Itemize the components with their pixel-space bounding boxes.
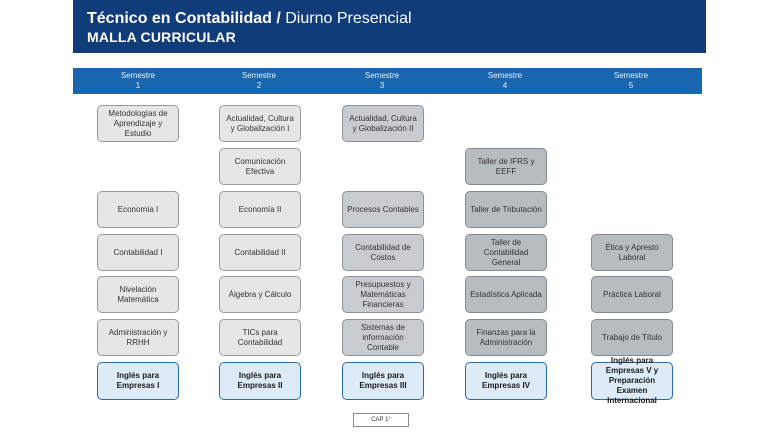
semester-header-3: Semestre 3	[337, 71, 427, 91]
course-box: TICs para Contabilidad	[219, 319, 301, 356]
program-title-modality: Diurno Presencial	[285, 10, 412, 27]
semester-label: Semestre	[487, 71, 523, 80]
course-box: Actualidad, Cultura y Globalización I	[219, 105, 301, 142]
course-box: Taller de IFRS y EEFF	[465, 148, 547, 185]
course-box: Sistemas de información Contable	[342, 319, 424, 356]
semester-label: Semestre	[120, 71, 156, 80]
course-box: Nivelación Matemática	[97, 276, 179, 313]
course-box: Presupuestos y Matemáticas Financieras	[342, 276, 424, 313]
english-course-box: Inglés para Empresas I	[97, 362, 179, 400]
course-box: Economía II	[219, 191, 301, 228]
semester-number: 4	[502, 81, 508, 90]
semester-header-1: Semestre 1	[93, 71, 183, 91]
semester-label: Semestre	[364, 71, 400, 80]
course-box: Taller de Tributación	[465, 191, 547, 228]
english-course-box: Inglés para Empresas III	[342, 362, 424, 400]
course-box: Administración y RRHH	[97, 319, 179, 356]
course-box: Comunicación Efectiva	[219, 148, 301, 185]
course-box: Álgebra y Cálculo	[219, 276, 301, 313]
course-box: Taller de Contabilidad General	[465, 234, 547, 271]
course-box: Trabajo de Título	[591, 319, 673, 356]
semester-number: 5	[628, 81, 634, 90]
page-header: Técnico en Contabilidad / Diurno Presenc…	[73, 0, 706, 53]
course-box: Contabilidad I	[97, 234, 179, 271]
program-title-bold: Técnico en Contabilidad /	[87, 10, 281, 27]
page-subtitle: MALLA CURRICULAR	[87, 29, 236, 45]
course-box: Estadística Aplicada	[465, 276, 547, 313]
course-box: Metodologías de Aprendizaje y Estudio	[97, 105, 179, 142]
english-course-box: Inglés para Empresas IV	[465, 362, 547, 400]
cap-label: CAP 1°	[353, 413, 409, 427]
course-box: Actualidad, Cultura y Globalización II	[342, 105, 424, 142]
semester-label: Semestre	[241, 71, 277, 80]
course-box: Economía I	[97, 191, 179, 228]
semester-header-2: Semestre 2	[214, 71, 304, 91]
course-box: Contabilidad de Costos	[342, 234, 424, 271]
semester-header-5: Semestre 5	[586, 71, 676, 91]
semester-number: 1	[135, 81, 141, 90]
semester-label: Semestre	[613, 71, 649, 80]
course-box: Procesos Contables	[342, 191, 424, 228]
course-box: Práctica Laboral	[591, 276, 673, 313]
course-box: Finanzas para la Administración	[465, 319, 547, 356]
program-title: Técnico en Contabilidad / Diurno Presenc…	[87, 9, 706, 28]
semester-header-4: Semestre 4	[460, 71, 550, 91]
english-course-box: Inglés para Empresas V y Preparación Exa…	[591, 356, 673, 405]
course-box: Contabilidad II	[219, 234, 301, 271]
semester-number: 3	[379, 81, 385, 90]
course-box: Ética y Apresto Laboral	[591, 234, 673, 271]
semester-header-bar: Semestre 1 Semestre 2 Semestre 3 Semestr…	[73, 68, 702, 94]
english-course-box: Inglés para Empresas II	[219, 362, 301, 400]
semester-number: 2	[256, 81, 262, 90]
